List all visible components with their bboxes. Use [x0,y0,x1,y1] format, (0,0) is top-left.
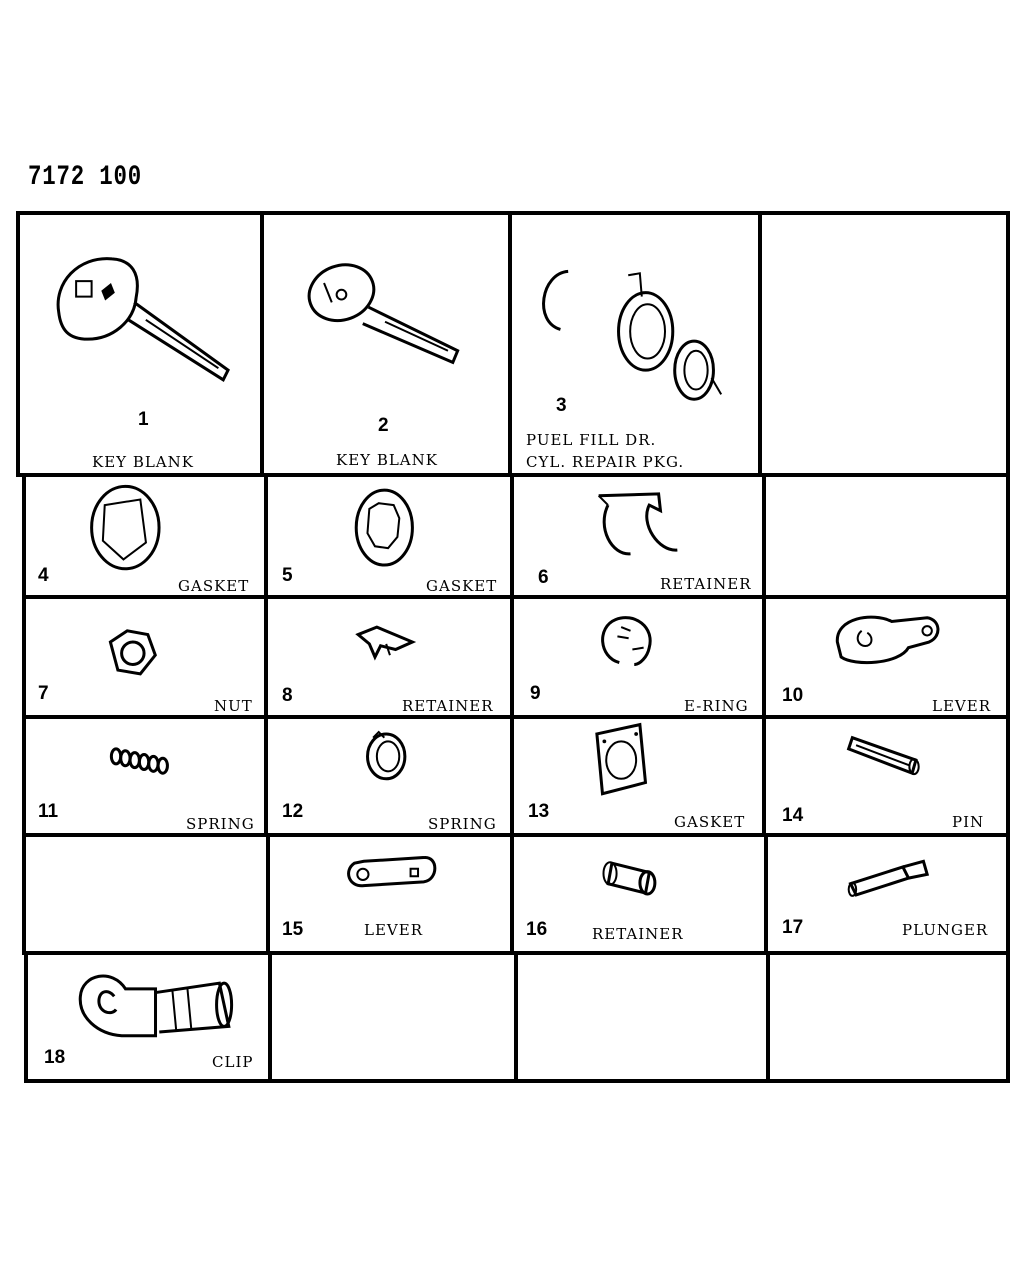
part-name: GASKET [426,577,498,595]
part-name: CLIP [212,1053,254,1071]
cell-gasket-13: 13 GASKET [510,715,766,837]
part-name: RETAINER [660,575,752,593]
gasket-4-icon [26,477,264,595]
part-number: 13 [528,801,550,822]
part-number: 11 [38,801,59,822]
nut-7-icon [26,599,264,715]
cell-retainer-6: 6 RETAINER [510,473,766,599]
retainer-8-icon [268,599,510,715]
part-name-line2: CYL. REPAIR PKG. [526,453,685,471]
spring-11-icon [26,719,264,833]
part-name: LEVER [932,697,991,715]
key-blank-1-icon [20,215,260,473]
figure-id: 7172 100 [28,162,142,193]
cell-e-ring-9: 9 E-RING [510,595,766,719]
cell-retainer-8: 8 RETAINER [264,595,514,719]
gasket-13-icon [514,719,762,833]
cell-empty [766,951,1010,1083]
cell-gasket-4: 4 GASKET [22,473,268,599]
part-number: 12 [282,801,304,822]
part-number: 18 [44,1047,66,1068]
gasket-5-icon [268,477,510,595]
part-name: SPRING [428,815,497,833]
part-number: 15 [282,919,304,940]
parts-grid: 1 KEY BLANK 2 KEY BLANK 3 PUEL FILL DR. … [16,211,1010,1083]
cell-empty [758,211,1010,477]
part-number: 5 [282,565,293,586]
part-number: 9 [530,683,541,704]
cell-retainer-16: 16 RETAINER [510,833,768,955]
retainer-16-icon [514,837,764,951]
part-number: 8 [282,685,293,706]
part-number: 10 [782,685,804,706]
pin-14-icon [766,719,1006,833]
retainer-6-icon [514,477,762,595]
cell-spring-11: 11 SPRING [22,715,268,837]
part-number: 16 [526,919,548,940]
part-name: RETAINER [402,697,494,715]
cylinder-repair-pkg-icon [512,215,758,473]
cell-empty [514,951,770,1083]
clip-18-icon [28,955,268,1079]
part-name: PIN [952,813,985,831]
part-number: 1 [138,409,149,430]
cell-nut-7: 7 NUT [22,595,268,719]
cell-key-blank-1: 1 KEY BLANK [16,211,264,477]
lever-15-icon [270,837,510,951]
part-name: SPRING [186,815,255,833]
cell-empty [22,833,270,955]
part-name: GASKET [178,577,250,595]
part-name: KEY BLANK [92,453,194,471]
part-number: 3 [556,395,567,416]
lever-10-icon [766,599,1006,715]
cell-lever-15: 15 LEVER [266,833,514,955]
part-number: 6 [538,567,549,588]
cell-plunger-17: 17 PLUNGER [764,833,1010,955]
cell-empty [762,473,1010,599]
part-name: KEY BLANK [336,451,438,469]
cell-fuel-fill-repair-pkg: 3 PUEL FILL DR. CYL. REPAIR PKG. [508,211,762,477]
cell-clip-18: 18 CLIP [24,951,272,1083]
part-number: 2 [378,415,389,436]
plunger-17-icon [768,837,1006,951]
part-number: 14 [782,805,804,826]
part-number: 4 [38,565,49,586]
cell-spring-12: 12 SPRING [264,715,514,837]
part-name: GASKET [674,813,746,831]
cell-gasket-5: 5 GASKET [264,473,514,599]
cell-empty [268,951,518,1083]
part-name: PLUNGER [902,921,989,939]
key-blank-2-icon [264,215,508,473]
cell-pin-14: 14 PIN [762,715,1010,837]
part-name: E-RING [684,697,749,715]
part-name: RETAINER [592,925,684,943]
part-name: LEVER [364,921,423,939]
spring-12-icon [268,719,510,833]
cell-key-blank-2: 2 KEY BLANK [260,211,512,477]
e-ring-9-icon [514,599,762,715]
cell-lever-10: 10 LEVER [762,595,1010,719]
part-name-line1: PUEL FILL DR. [526,431,657,449]
part-number: 17 [782,917,804,938]
part-number: 7 [38,683,49,704]
part-name: NUT [214,697,253,715]
